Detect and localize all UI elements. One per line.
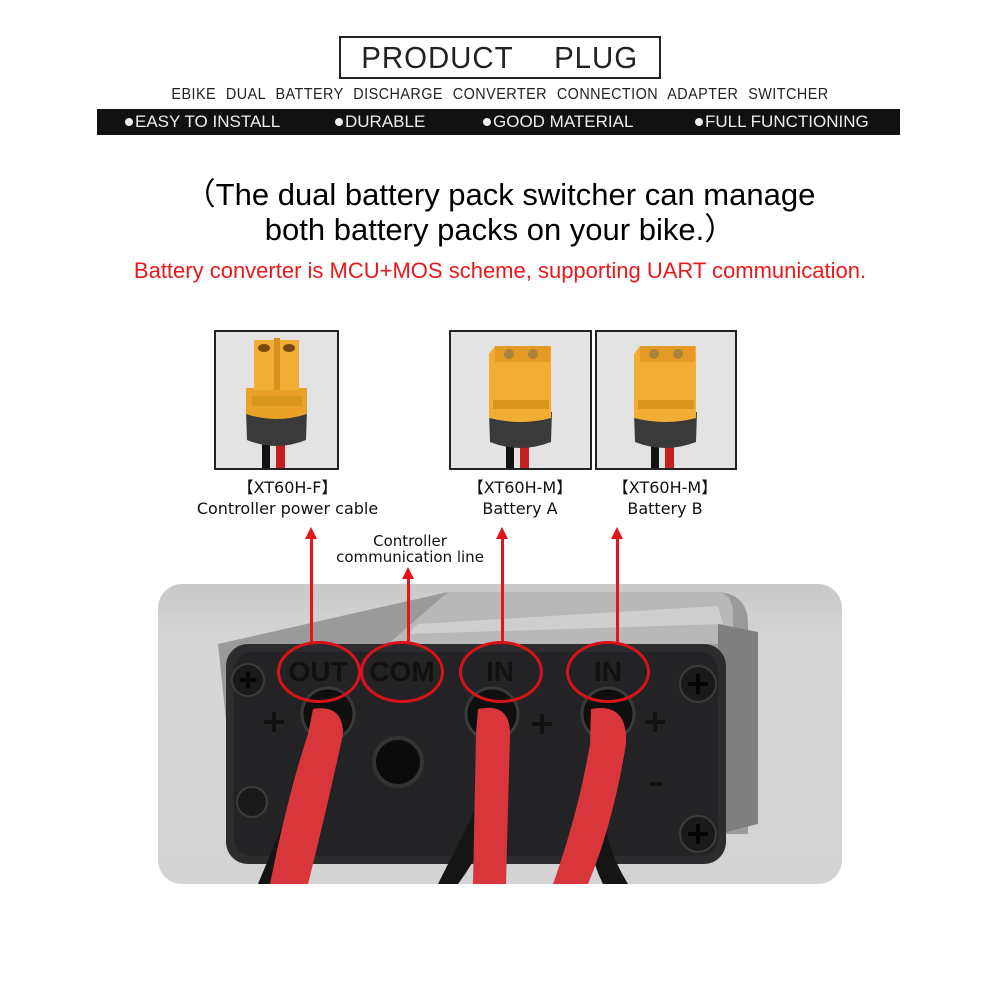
bullet-icon [125, 117, 133, 126]
arrow-up-icon [496, 527, 508, 539]
com-line-caption: Controller communication line [336, 532, 484, 566]
highlight-ring-out [277, 641, 361, 703]
arrow-up-icon [611, 527, 623, 539]
connector-caption-battery-a: 【XT60H-M】 Battery A [467, 478, 573, 518]
arrow-com-line [407, 578, 410, 642]
feature-item: FULL FUNCTIONING [695, 112, 869, 132]
converter-photo: OUT COM IN IN [158, 584, 842, 884]
xt60-male-connector-icon [489, 346, 552, 468]
bullet-icon [335, 117, 343, 126]
product-subtitle: EBIKE DUAL BATTERY DISCHARGE CONVERTER C… [171, 86, 829, 103]
highlight-ring-in-a [459, 641, 543, 703]
arrow-battery-a-line [501, 538, 504, 642]
arrow-up-icon [402, 567, 414, 579]
arrow-battery-b-line [616, 538, 619, 642]
converter-device-illustration: OUT COM IN IN [218, 592, 758, 884]
description-line-2: both battery packs on your bike.） [264, 212, 736, 247]
feature-band: EASY TO INSTALL DURABLE GOOD MATERIAL FU… [97, 109, 900, 135]
bullet-icon [695, 117, 703, 126]
page-title: PRODUCT PLUG [361, 39, 639, 75]
highlight-ring-in-b [566, 641, 650, 703]
feature-item: DURABLE [335, 112, 425, 132]
connector-image-xt60h-f [214, 330, 339, 470]
mcu-note: Battery converter is MCU+MOS scheme, sup… [133, 258, 867, 283]
connector-caption-battery-b: 【XT60H-M】 Battery B [612, 478, 718, 518]
product-plug-title-box: PRODUCT PLUG [339, 36, 661, 79]
arrow-up-icon [305, 527, 317, 539]
description-line-1: （The dual battery pack switcher can mana… [184, 177, 816, 212]
xt60-male-connector-icon [634, 346, 697, 468]
connector-image-xt60h-m-a [449, 330, 592, 470]
connector-caption-controller: 【XT60H-F】 Controller power cable [196, 478, 379, 518]
highlight-ring-com [360, 641, 444, 703]
arrow-out-line [310, 538, 313, 642]
connector-image-xt60h-m-b [595, 330, 737, 470]
feature-item: GOOD MATERIAL [483, 112, 633, 132]
xt60-female-connector-icon [246, 338, 307, 468]
bullet-icon [483, 117, 491, 126]
feature-item: EASY TO INSTALL [125, 112, 280, 132]
